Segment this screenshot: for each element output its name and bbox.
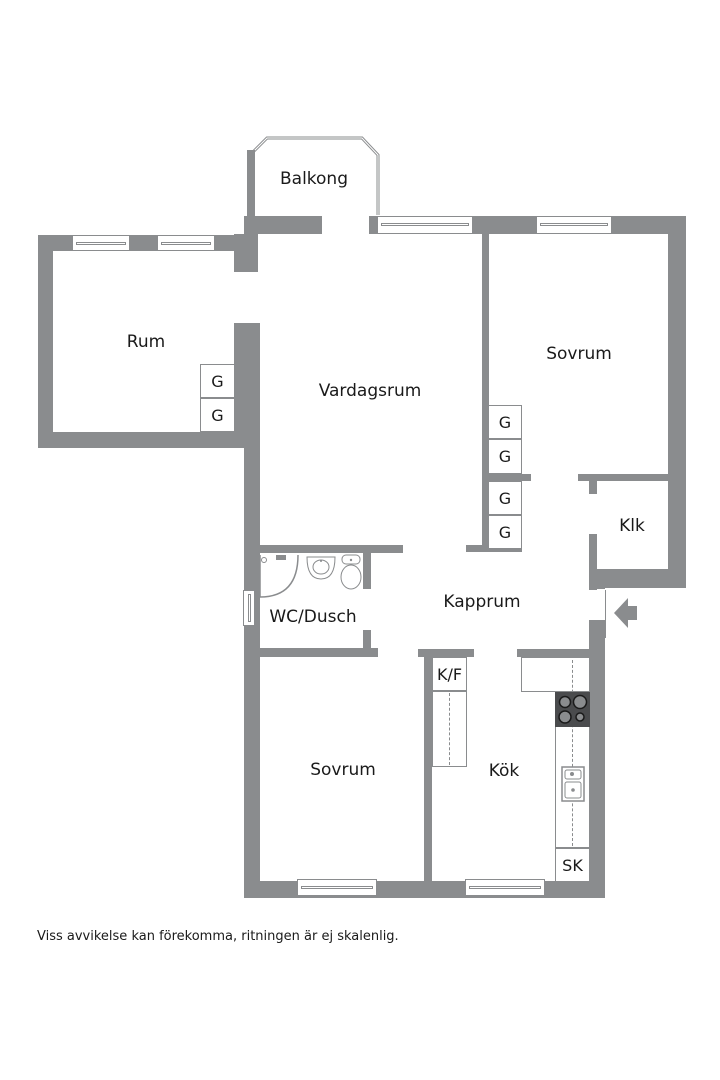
wall-klk-stub xyxy=(589,474,597,494)
wall-kok-right xyxy=(589,620,605,898)
wall-right-outer xyxy=(668,216,686,588)
sink-icon xyxy=(306,556,336,580)
counter-top-right xyxy=(521,657,590,692)
wall-wc-right-upper xyxy=(363,545,371,589)
wardrobe-rum-1: G xyxy=(200,364,235,398)
wardrobe-sovrum-1: G xyxy=(488,405,522,439)
room-label-rum: Rum xyxy=(126,332,166,352)
wall-rum-bottom xyxy=(38,432,260,448)
stove-icon xyxy=(555,692,590,727)
wardrobe-hall-1: G xyxy=(488,481,522,515)
wall-kok-left xyxy=(424,649,432,898)
window-vardagsrum xyxy=(377,216,473,234)
wall-kok-top-left xyxy=(418,649,474,657)
wall-wc-top xyxy=(244,545,403,553)
window-wc xyxy=(243,590,255,626)
cabinet-sk: SK xyxy=(555,848,590,882)
room-label-klk: Klk xyxy=(619,516,645,536)
window-rum-2 xyxy=(157,235,215,251)
wall-wc-bottom xyxy=(244,648,378,657)
window-sovrum-bottom xyxy=(297,879,377,896)
arrow-left-icon xyxy=(614,598,637,628)
wall-left-central xyxy=(244,432,260,898)
wall-balkong-door-jamb xyxy=(369,216,379,234)
counter-left-dash xyxy=(449,693,450,765)
entrance-door-line xyxy=(605,590,606,638)
room-label-wc-dusch: WC/Dusch xyxy=(269,607,357,627)
wall-entrance-right xyxy=(589,569,605,589)
wall-klk-left xyxy=(589,534,597,590)
wall-rum-corner xyxy=(234,234,258,272)
wall-sovrum-left xyxy=(482,234,489,552)
balcony-wall-left xyxy=(247,150,255,220)
room-label-vardagsrum: Vardagsrum xyxy=(318,381,422,401)
disclaimer-text: Viss avvikelse kan förekomma, ritningen … xyxy=(37,929,399,944)
wall-klk-top xyxy=(578,474,670,481)
counter-right-dash xyxy=(572,660,573,846)
toilet-icon xyxy=(340,554,362,590)
wall-kok-top-right xyxy=(517,649,605,657)
wall-wardrobe-divider xyxy=(487,474,531,481)
wall-wc-right-lower xyxy=(363,630,371,656)
window-sovrum-top xyxy=(536,216,612,234)
window-kok xyxy=(465,879,545,896)
room-label-kapprum: Kapprum xyxy=(443,592,521,612)
wall-rum-top xyxy=(38,235,258,251)
room-label-balkong: Balkong xyxy=(279,169,349,189)
room-label-sovrum-bottom: Sovrum xyxy=(310,760,376,780)
wall-vardagsrum-top-left xyxy=(244,216,322,234)
wall-rum-right xyxy=(234,323,260,448)
room-label-sovrum-top: Sovrum xyxy=(546,344,612,364)
fridge-freezer: K/F xyxy=(432,657,467,691)
wardrobe-sovrum-2: G xyxy=(488,439,522,474)
kitchen-sink-icon xyxy=(561,766,585,802)
wall-rum-left xyxy=(38,235,53,448)
wardrobe-hall-2: G xyxy=(488,515,522,549)
shower-icon xyxy=(259,554,299,598)
wardrobe-rum-2: G xyxy=(200,398,235,432)
wall-klk-bottom xyxy=(589,569,686,588)
room-label-kok: Kök xyxy=(488,761,520,781)
window-rum-1 xyxy=(72,235,130,251)
